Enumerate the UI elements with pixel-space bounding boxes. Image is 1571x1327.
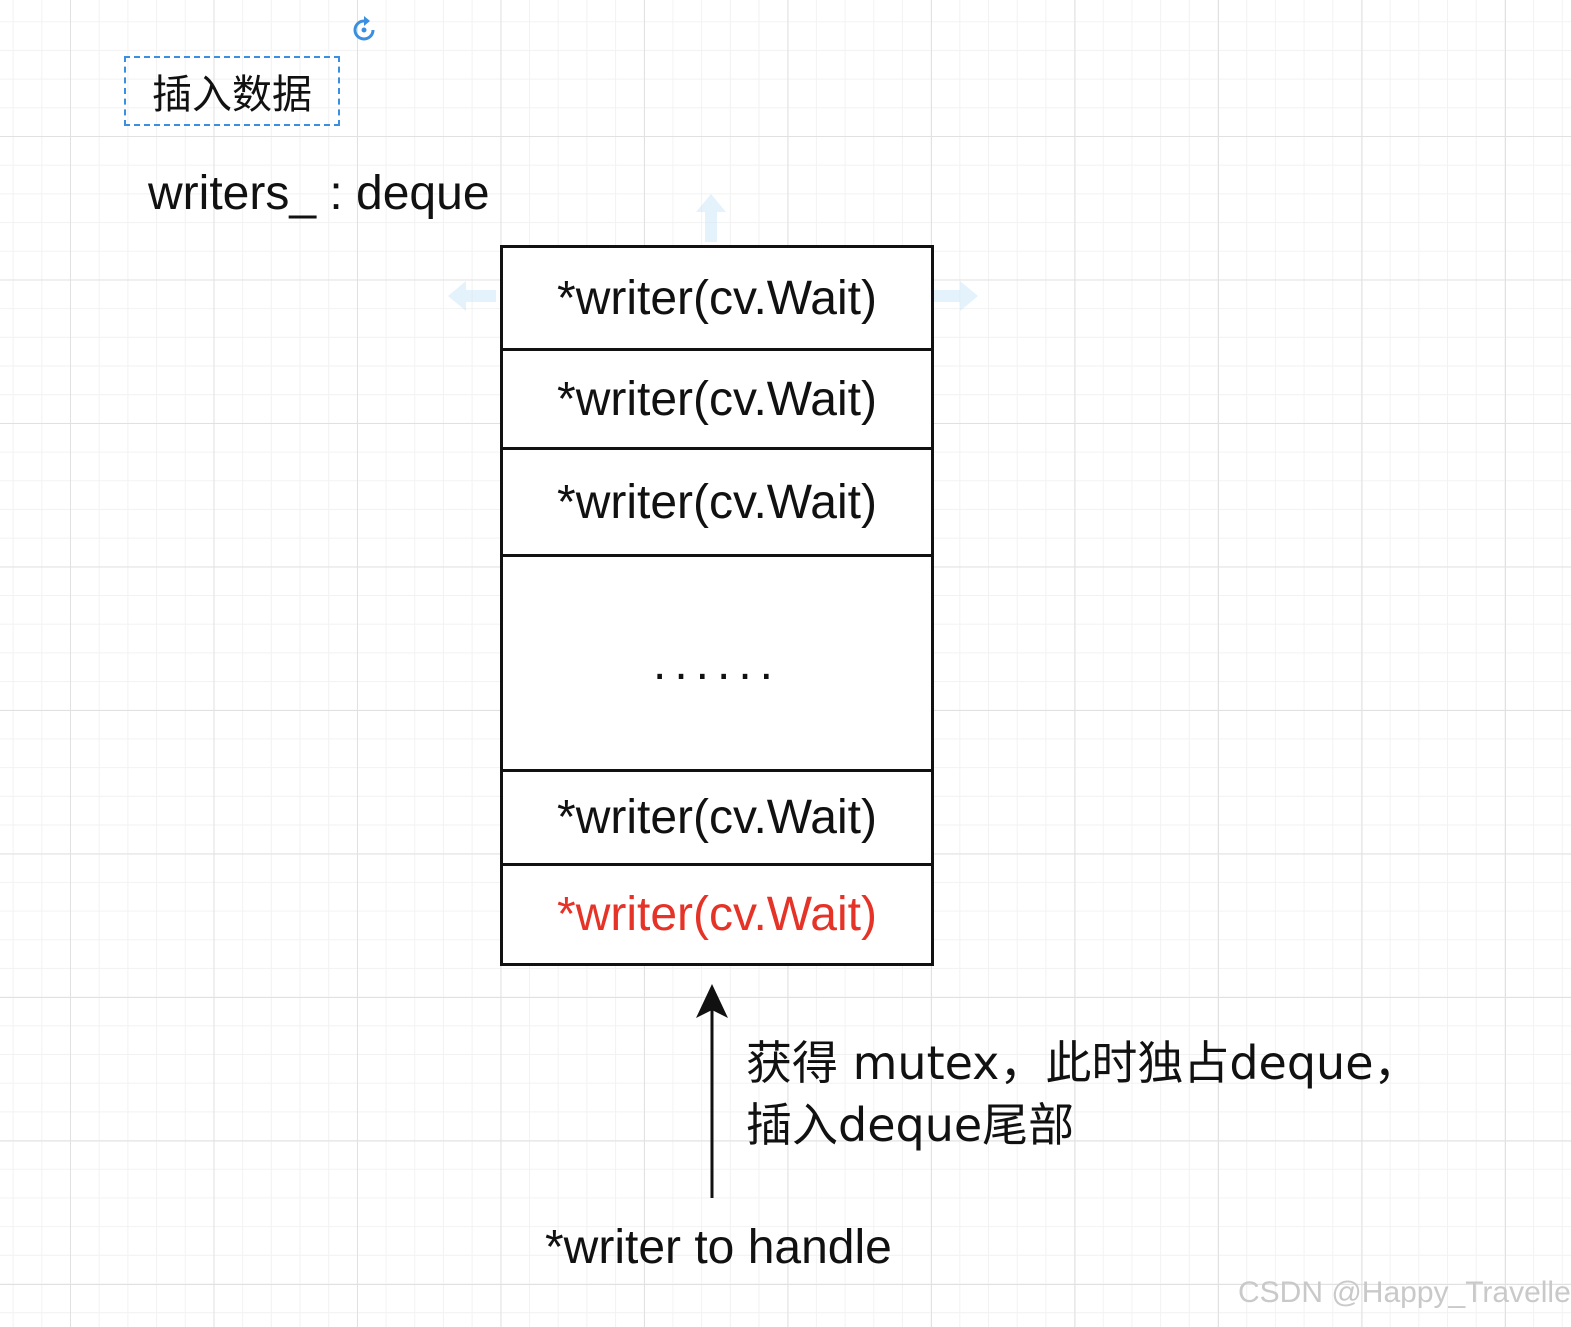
- deque-ellipsis: ......: [652, 636, 781, 690]
- writer-to-handle-label: *writer to handle: [545, 1221, 892, 1274]
- insert-annotation: 获得 mutex，此时独占deque， 插入deque尾部: [746, 1032, 1420, 1156]
- cell-divider: [503, 769, 931, 772]
- deque-cell: *writer(cv.Wait): [557, 372, 877, 426]
- deque-label: writers_ : deque: [148, 167, 490, 220]
- insert-arrow-icon: [696, 984, 728, 1198]
- title-text: 插入数据: [152, 72, 312, 118]
- watermark: CSDN @Happy_Traveller: [1238, 1276, 1571, 1309]
- title-label[interactable]: 插入数据: [124, 56, 340, 126]
- deque-cell: *writer(cv.Wait): [557, 271, 877, 325]
- rotate-icon[interactable]: [350, 16, 378, 44]
- guide-arrow-right-icon[interactable]: [930, 281, 978, 311]
- cell-divider: [503, 447, 931, 450]
- deque-tail-cell: *writer(cv.Wait): [557, 888, 877, 941]
- cell-divider: [503, 348, 931, 351]
- deque-cell: *writer(cv.Wait): [557, 791, 877, 844]
- deque-cell: *writer(cv.Wait): [557, 475, 877, 529]
- guide-arrow-left-icon[interactable]: [448, 281, 496, 311]
- cell-divider: [503, 863, 931, 866]
- annotation-line-2: 插入deque尾部: [746, 1098, 1075, 1152]
- cell-divider: [503, 554, 931, 557]
- guide-arrow-up-icon[interactable]: [696, 194, 726, 242]
- deque-box[interactable]: *writer(cv.Wait) *writer(cv.Wait) *write…: [500, 245, 934, 966]
- annotation-line-1: 获得 mutex，此时独占deque，: [746, 1036, 1420, 1090]
